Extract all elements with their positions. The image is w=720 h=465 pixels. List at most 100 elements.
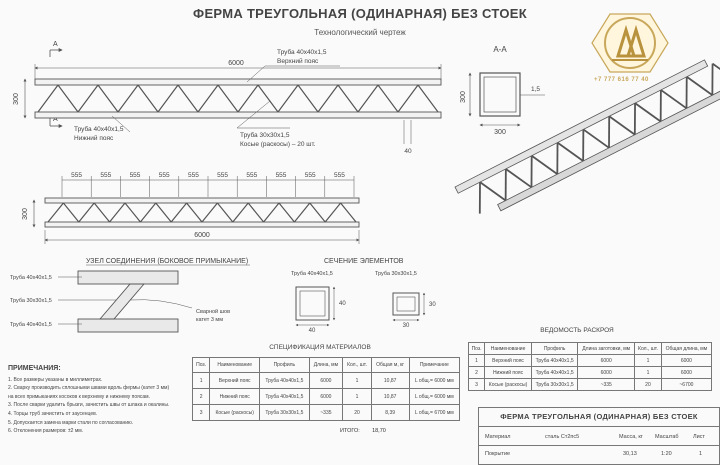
iso-truss-diagonal (530, 155, 533, 188)
material-label: Материал (485, 434, 511, 440)
spacing-diagonals (47, 202, 357, 223)
truss-diagonal (78, 202, 95, 223)
panel-dimension-label: 555 (71, 172, 82, 179)
truss-diagonal (77, 84, 99, 113)
truss-diagonal (263, 202, 280, 223)
truss-diagonal (217, 84, 239, 113)
brace-callout: Труба 30х30х1,5 Косые (раскосы) – 20 шт. (236, 100, 316, 148)
svg-text:Сварной шов: Сварной шов (196, 308, 230, 315)
spec-header: Профиль (259, 357, 310, 373)
svg-text:Труба 40х40х1,5: Труба 40х40х1,5 (10, 322, 52, 328)
svg-text:А-А: А-А (493, 45, 507, 54)
main-truss-view: А А 6000 300 Труба 40х40х1, (13, 41, 442, 155)
iso-truss-diagonal (556, 142, 559, 175)
joint-detail: УЗЕЛ СОЕДИНЕНИЯ (БОКОВОЕ ПРИМЫКАНИЕ) Тру… (10, 258, 250, 333)
svg-text:300: 300 (22, 208, 29, 220)
iso-truss-diagonal (557, 141, 584, 162)
note-item: на всех примыканиях косоков к верхнему и… (8, 393, 150, 400)
panel-dimension-label: 555 (100, 172, 111, 179)
svg-text:6000: 6000 (228, 60, 244, 67)
truss-diagonal (278, 202, 295, 223)
truss-diagonal (170, 202, 188, 223)
panel-dimension-label: 555 (276, 172, 287, 179)
section-mark-top: А (49, 41, 63, 57)
joint-top-chord (77, 270, 179, 285)
note-item: 3. После сварки удалить брызги, зачистит… (8, 402, 170, 409)
svg-text:30: 30 (429, 302, 436, 308)
company-logo (591, 13, 669, 73)
small-tube-section (392, 292, 420, 316)
svg-text:Труба 40х40х1,5: Труба 40х40х1,5 (10, 275, 52, 281)
panel-dimension-label: 555 (334, 172, 345, 179)
truss-diagonal (247, 202, 265, 223)
svg-text:Труба 40х40х1,5: Труба 40х40х1,5 (291, 271, 333, 277)
top-chord-callout: Труба 40х40х1,5 Верхний пояс (246, 48, 340, 83)
main-diagonals (37, 84, 439, 113)
page-subtitle: Технологический чертеж (314, 28, 406, 37)
truss-diagonal (177, 84, 199, 113)
mass-value: 30,13 (623, 451, 637, 457)
iso-truss-diagonal (608, 116, 611, 148)
svg-text:30: 30 (403, 323, 410, 329)
truss-diagonal (117, 84, 139, 113)
svg-text:А: А (53, 116, 58, 123)
svg-text:300: 300 (13, 93, 20, 105)
note-item: 6. Отклонения размеров: ±2 мм. (8, 428, 84, 435)
svg-text:катет 3 мм: катет 3 мм (196, 317, 223, 323)
iso-truss-diagonal (505, 168, 533, 189)
cut-header: Общая длина, мм (660, 342, 713, 355)
spec-total: ИТОГО: 18,70 (340, 428, 386, 434)
spec-header: Длина, мм (308, 357, 344, 373)
cut-header: Длина заготовки, мм (577, 342, 636, 355)
svg-text:40: 40 (309, 328, 316, 334)
panel-dimension-label: 555 (130, 172, 141, 179)
notes-title: ПРИМЕЧАНИЯ: (8, 365, 61, 372)
iso-truss-diagonal (633, 103, 636, 135)
svg-text:Труба 40х40х1,5: Труба 40х40х1,5 (277, 48, 327, 56)
phone-number[interactable]: +7 777 616 77 40 (594, 77, 649, 83)
section-mark-bottom: А (49, 116, 63, 128)
truss-diagonal (297, 84, 319, 113)
iso-truss-diagonal (582, 129, 585, 161)
svg-text:Верхний пояс: Верхний пояс (277, 57, 319, 65)
truss-diagonal (397, 84, 419, 113)
spec-header: Наименование (209, 357, 261, 373)
svg-text:Косые (раскосы) – 20 шт.: Косые (раскосы) – 20 шт. (240, 141, 316, 148)
iso-truss-diagonal (478, 182, 481, 214)
svg-text:1,5: 1,5 (531, 86, 540, 93)
truss-diagonal (155, 202, 172, 223)
iso-top-chord (454, 59, 709, 194)
truss-diagonal (186, 202, 203, 223)
spec-total-value: 18,70 (372, 428, 386, 434)
section-aa-outer (479, 72, 521, 117)
truss-diagonal (293, 202, 311, 223)
section-aa-inner (483, 76, 517, 113)
svg-text:Труба 40х40х1,5: Труба 40х40х1,5 (74, 125, 124, 133)
truss-diagonal (93, 202, 111, 223)
svg-text:300: 300 (460, 91, 467, 103)
sheet-value: 1 (699, 451, 703, 457)
iso-bottom-chord (497, 76, 720, 212)
title-block-title: ФЕРМА ТРЕУГОЛЬНАЯ (ОДИНАРНАЯ) БЕЗ СТОЕК (500, 412, 698, 421)
sheet-label: Лист (693, 434, 705, 440)
truss-diagonal (201, 202, 218, 223)
spec-total-label: ИТОГО: (340, 428, 360, 434)
bottom-chord (34, 111, 442, 119)
truss-diagonal (124, 202, 141, 223)
truss-diagonal (277, 84, 299, 113)
iso-truss-diagonal (711, 63, 714, 96)
panel-dimension-label: 555 (188, 172, 199, 179)
cut-header: Наименование (484, 342, 532, 355)
iso-truss-diagonal (659, 89, 662, 122)
iso-truss-diagonal (582, 128, 610, 149)
main-length-dimension: 6000 (34, 60, 442, 80)
element-sections: СЕЧЕНИЕ ЭЛЕМЕНТОВ Труба 40х40х1,5 40 40 … (291, 258, 436, 334)
joint-bottom-chord (77, 318, 179, 333)
cut-header: Профиль (530, 342, 579, 355)
